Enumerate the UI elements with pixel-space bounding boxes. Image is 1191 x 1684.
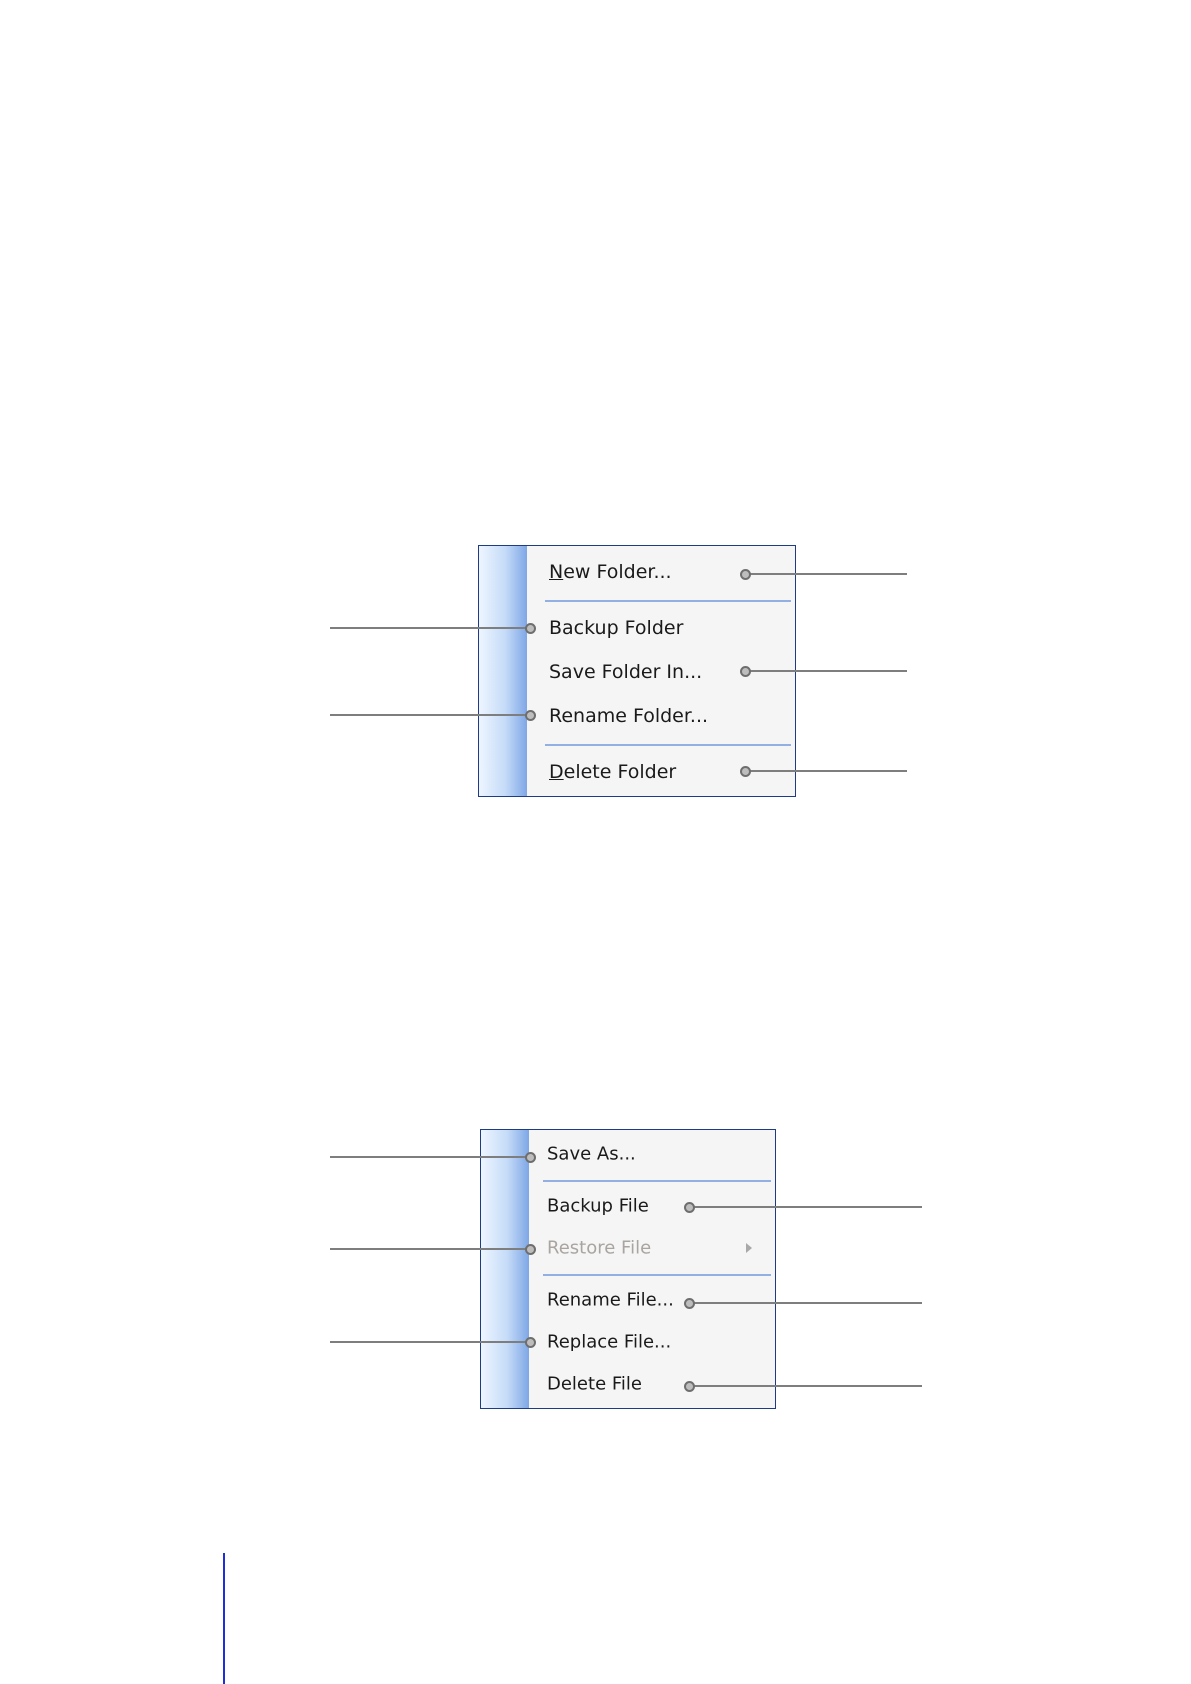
menu-separator [545,744,791,746]
file-context-menu: Save As... Backup File Restore File Rena… [480,1129,776,1409]
callout-line-save-folder-in [745,670,907,672]
menu-item-rename-file[interactable]: Rename File... [481,1280,775,1320]
mnemonic-d: D [549,761,564,783]
callout-dot [740,666,751,677]
menu-separator [543,1180,771,1182]
menu-icon-gutter [479,546,527,796]
callout-dot [684,1381,695,1392]
callout-dot [525,1244,536,1255]
submenu-arrow-icon [746,1243,752,1253]
menu-item-replace-file[interactable]: Replace File... [481,1322,775,1362]
menu-item-label: Save As... [547,1143,636,1165]
menu-item-delete-folder[interactable]: Delete Folder [479,752,795,792]
menu-item-label-rest: elete Folder [563,761,677,783]
menu-item-label-rest: ew Folder... [563,561,672,583]
menu-item-new-folder[interactable]: New Folder... [479,552,795,592]
callout-dot [740,569,751,580]
callout-dot [684,1298,695,1309]
callout-line-delete-file [690,1385,922,1387]
callout-dot [525,623,536,634]
menu-item-label: Save Folder In... [549,661,703,683]
callout-dot [525,1152,536,1163]
mnemonic-n: N [549,561,564,583]
menu-item-backup-file[interactable]: Backup File [481,1186,775,1226]
callout-line-rename-file [690,1302,922,1304]
callout-line-delete-folder [745,770,907,772]
menu-item-save-as[interactable]: Save As... [481,1134,775,1174]
menu-item-label: Delete File [547,1373,642,1395]
callout-dot [525,710,536,721]
callout-line-new-folder [745,573,907,575]
menu-item-label: Delete Folder [549,761,676,783]
menu-separator [545,600,791,602]
menu-separator [543,1274,771,1276]
menu-item-label: Rename File... [547,1289,674,1311]
menu-item-rename-folder[interactable]: Rename Folder... [479,696,795,736]
menu-item-label: Restore File [547,1237,652,1259]
menu-item-delete-file[interactable]: Delete File [481,1364,775,1404]
menu-item-label: Backup File [547,1195,649,1217]
callout-dot [684,1202,695,1213]
menu-item-label: New Folder... [549,561,672,583]
page-margin-rule [223,1553,225,1684]
menu-item-label: Rename Folder... [549,705,709,727]
callout-line-replace-file [330,1341,530,1343]
callout-line-rename-folder [330,714,530,716]
callout-line-save-as [330,1156,530,1158]
menu-item-label: Replace File... [547,1331,672,1353]
menu-item-backup-folder[interactable]: Backup Folder [479,608,795,648]
callout-dot [740,766,751,777]
callout-dot [525,1337,536,1348]
menu-icon-gutter [481,1130,529,1408]
callout-line-restore-file [330,1248,530,1250]
menu-item-save-folder-in[interactable]: Save Folder In... [479,652,795,692]
callout-line-backup-file [690,1206,922,1208]
menu-item-restore-file[interactable]: Restore File [481,1228,775,1268]
callout-line-backup-folder [330,627,530,629]
menu-item-label: Backup Folder [549,617,684,639]
